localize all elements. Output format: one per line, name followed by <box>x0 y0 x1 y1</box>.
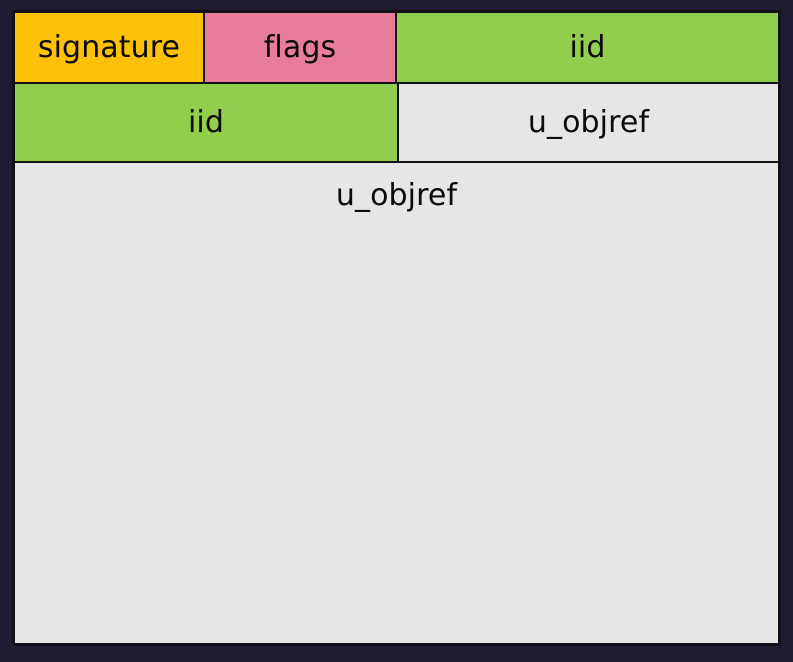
field-label-iid-row1: iid <box>569 29 606 65</box>
field-label-signature: signature <box>37 29 181 65</box>
field-cell-flags[interactable]: flags <box>203 11 397 84</box>
diagram-row-3: u_objref <box>13 161 780 645</box>
field-cell-iid-row1[interactable]: iid <box>395 11 780 84</box>
field-cell-uobjref-row3[interactable]: u_objref <box>13 161 780 645</box>
field-label-uobjref-row3: u_objref <box>335 178 458 213</box>
field-label-uobjref-row2: u_objref <box>527 104 650 140</box>
diagram-row-2: iid u_objref <box>13 82 780 163</box>
field-cell-uobjref-row2[interactable]: u_objref <box>397 82 780 163</box>
field-label-iid-row2: iid <box>187 104 224 140</box>
diagram-row-1: signature flags iid <box>13 11 780 84</box>
field-cell-iid-row2[interactable]: iid <box>13 82 399 163</box>
field-label-flags: flags <box>263 29 337 65</box>
field-cell-signature[interactable]: signature <box>13 11 205 84</box>
packet-layout-diagram: signature flags iid iid u_objref u_objre… <box>12 10 781 646</box>
